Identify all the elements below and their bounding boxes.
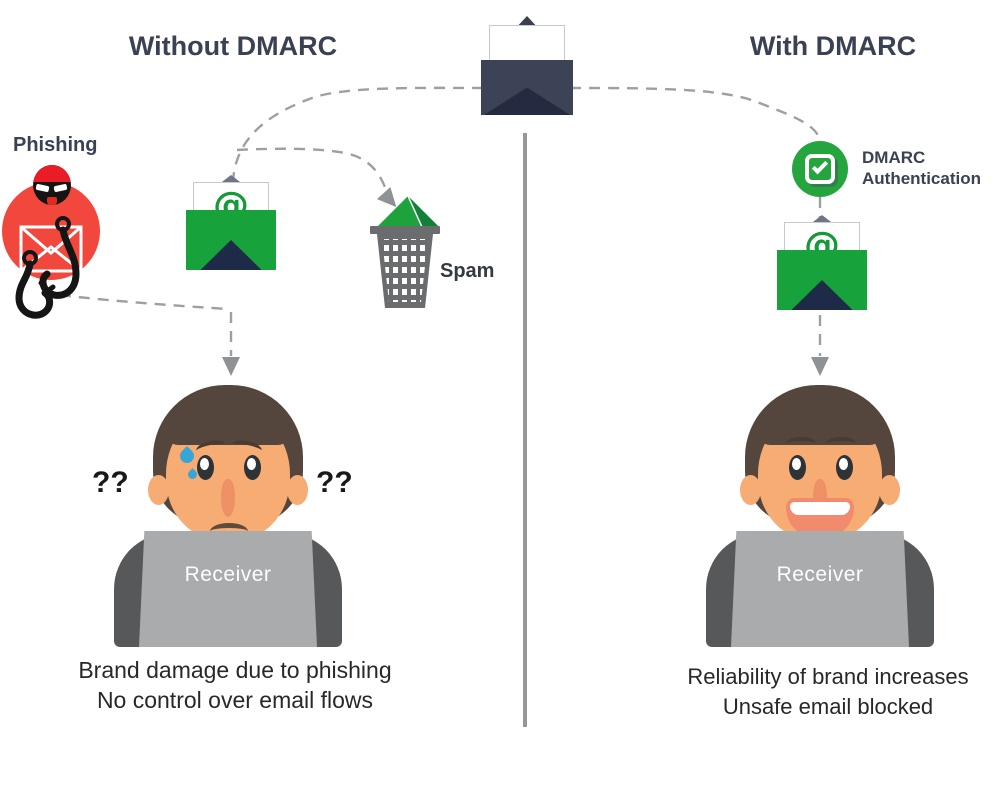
laptop: Receiver (731, 531, 909, 647)
flow-to-dmarc-check (569, 86, 822, 142)
envelope-back-flap (809, 215, 835, 225)
right-caption-line2: Unsafe email blocked (722, 694, 934, 719)
inbox-email-icon-right: @ (777, 215, 867, 310)
dmarc-label-line2: Authentication (862, 169, 981, 188)
arrowhead-spam (376, 187, 397, 208)
dmarc-authentication-label: DMARC Authentication (862, 147, 981, 189)
left-caption: Brand damage due to phishing No control … (60, 655, 410, 715)
spam-label: Spam (440, 260, 495, 282)
right-caption: Reliability of brand increases Unsafe em… (653, 662, 1000, 722)
left-caption-line1: Brand damage due to phishing (78, 657, 392, 683)
eye-right (244, 455, 261, 480)
dmarc-check-icon (792, 141, 848, 197)
receiver-person-sad: Receiver (106, 385, 350, 653)
arrowhead-receiver-left (222, 357, 240, 376)
receiver-person-happy: Receiver (698, 385, 942, 653)
hair-fringe (164, 403, 292, 445)
sad-mouth (210, 523, 248, 540)
hair-fringe (756, 403, 884, 445)
ear-left (740, 475, 761, 505)
envelope-body (777, 250, 867, 310)
hacker-cap (33, 165, 71, 182)
dmarc-label-line1: DMARC (862, 148, 926, 167)
flow-to-inbox-left (231, 86, 484, 182)
envelope-body (481, 60, 573, 115)
hacker-eye-left (35, 183, 50, 193)
eyebrow-left (786, 437, 816, 450)
eye-left (197, 455, 214, 480)
eye-right (836, 455, 853, 480)
envelope-body (186, 210, 276, 270)
checkbox-square (805, 154, 835, 184)
left-caption-line2: No control over email flows (96, 687, 374, 713)
spam-trash-icon (370, 195, 440, 308)
left-title: Without DMARC (128, 31, 338, 61)
hacker-mouth (47, 197, 57, 205)
receiver-label-right: Receiver (776, 563, 864, 586)
incoming-email-icon (481, 16, 573, 115)
ear-right (287, 475, 308, 505)
arrowhead-receiver-right (811, 357, 829, 376)
right-caption-line1: Reliability of brand increases (687, 664, 969, 689)
hacker-face-icon (33, 165, 71, 205)
ear-right (879, 475, 900, 505)
envelope-back-flap (218, 175, 244, 185)
eyebrow-right (826, 437, 856, 450)
center-divider (523, 133, 527, 727)
nose (221, 479, 235, 517)
eye-left (789, 455, 806, 480)
question-marks-right: ?? (316, 466, 353, 499)
question-marks-left: ?? (92, 466, 129, 499)
inbox-email-icon-left: @ (186, 175, 276, 270)
teeth (790, 502, 850, 515)
flow-phishing-to-receiver (59, 293, 228, 311)
receiver-label-left: Receiver (184, 563, 272, 586)
ear-left (148, 475, 169, 505)
phishing-label: Phishing (13, 134, 98, 156)
hacker-eye-right (53, 183, 68, 193)
laptop: Receiver (139, 531, 317, 647)
right-title: With DMARC (749, 31, 917, 61)
fish-hooks-icon (15, 216, 80, 319)
